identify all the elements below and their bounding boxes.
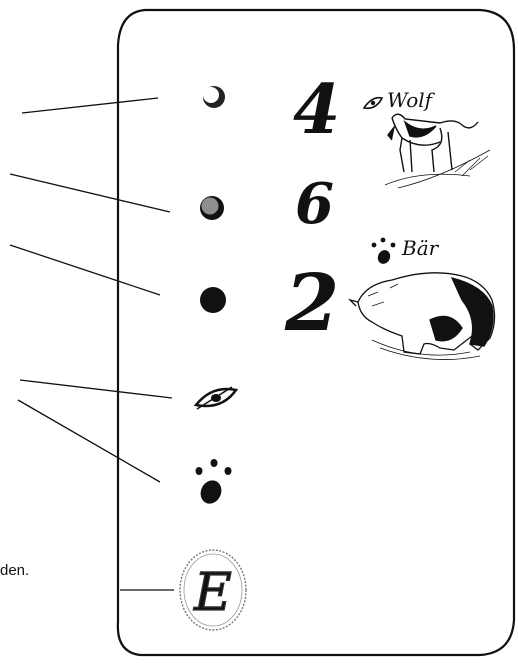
value-grey: 6 (295, 171, 334, 237)
emblem-letter: E (193, 563, 232, 623)
value-black: 2 (284, 258, 339, 349)
leader-line-paw (18, 400, 160, 482)
white-dot-icon (203, 86, 225, 108)
value-white: 4 (293, 70, 340, 150)
black-dot-icon (200, 287, 226, 313)
grey-dot-icon (200, 196, 224, 220)
paw-icon (196, 459, 232, 507)
wolf-eye-icon (364, 98, 382, 109)
leader-line-grey-dot (10, 174, 170, 212)
callout-fragment-text: den. (0, 562, 29, 579)
leader-line-black-dot (10, 245, 160, 295)
wolf-illustration (385, 114, 490, 188)
bear-illustration (350, 273, 495, 360)
animal-label-bear: Bär (401, 236, 440, 260)
eye-icon (196, 387, 236, 409)
leader-line-eye (20, 380, 172, 398)
leader-line-white-dot (22, 98, 158, 113)
animal-label-wolf: Wolf (387, 88, 436, 112)
bear-paw-icon (372, 238, 396, 266)
